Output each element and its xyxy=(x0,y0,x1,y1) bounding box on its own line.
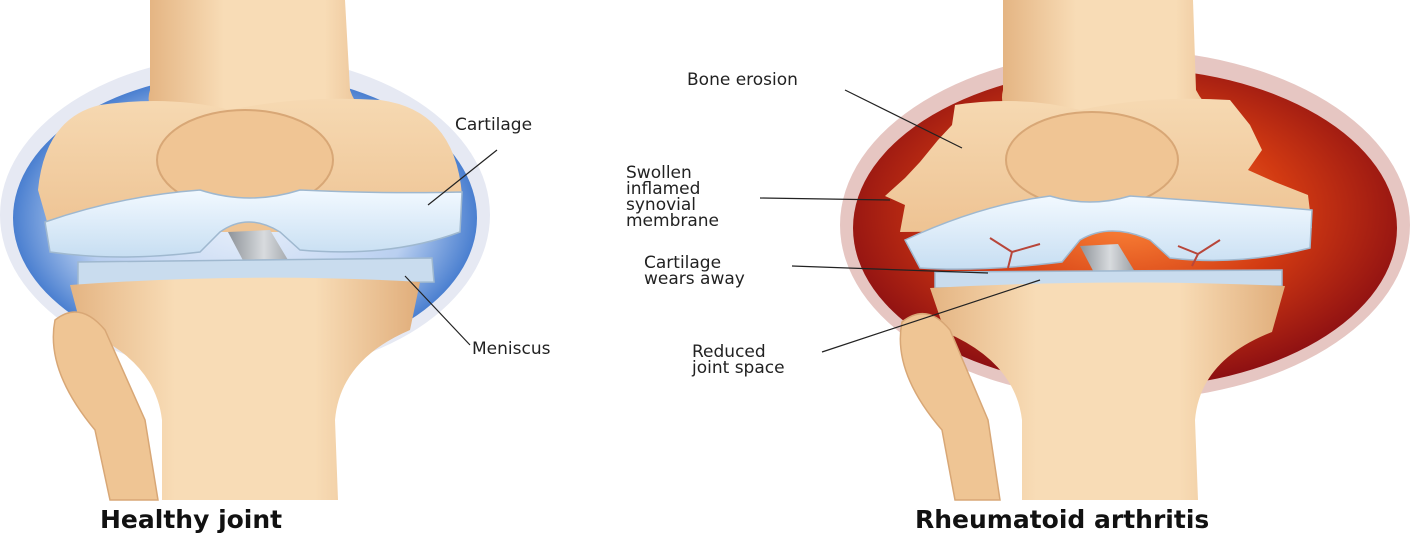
arthritic-patella xyxy=(1006,112,1178,208)
label-reduced-joint-space: Reduced joint space xyxy=(692,344,785,376)
healthy-joint xyxy=(0,0,497,500)
caption-healthy-joint: Healthy joint xyxy=(100,505,282,534)
label-meniscus: Meniscus xyxy=(472,341,550,357)
label-synovial-membrane: Swollen inflamed synovial membrane xyxy=(626,165,719,229)
label-bone-erosion: Bone erosion xyxy=(687,72,798,88)
caption-rheumatoid-arthritis: Rheumatoid arthritis xyxy=(915,505,1209,534)
label-cartilage: Cartilage xyxy=(455,117,532,133)
label-cartilage-wears-away: Cartilage wears away xyxy=(644,255,745,287)
arthritic-joint xyxy=(760,0,1410,500)
